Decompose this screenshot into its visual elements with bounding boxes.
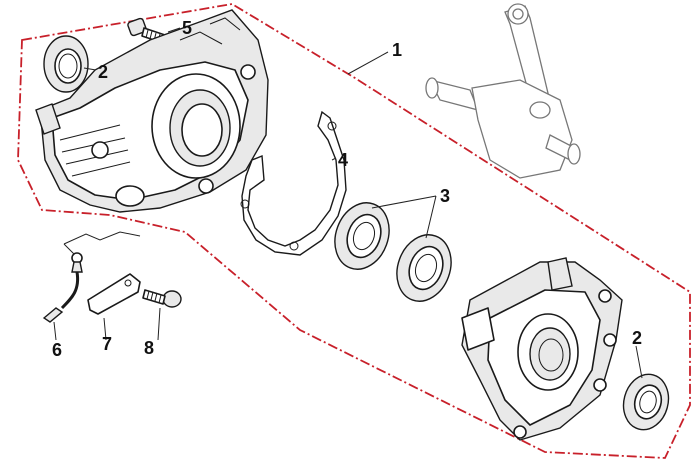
bearing-part-3-b	[396, 234, 452, 302]
oil-seal-left	[43, 35, 89, 93]
leader-lines	[53, 27, 643, 379]
gasket-part-4	[240, 110, 347, 256]
callout-part-2-right: 2	[632, 328, 642, 348]
callout-part-2-left: 2	[98, 62, 108, 82]
oil-seal-right	[622, 373, 670, 431]
callout-part-8: 8	[144, 338, 154, 358]
callout-part-1: 1	[392, 40, 402, 60]
callout-part-7: 7	[102, 334, 112, 354]
callout-part-3: 3	[440, 186, 450, 206]
crankshaft	[425, 3, 581, 179]
assembly-group-outline	[17, 3, 691, 459]
bearing-part-3-a	[334, 202, 390, 270]
crankcase-right-half	[461, 257, 623, 441]
screw-part-8	[142, 289, 182, 308]
plate-part-7	[87, 273, 141, 315]
callout-part-6: 6	[52, 340, 62, 360]
callout-part-4: 4	[338, 150, 348, 170]
callout-part-5: 5	[182, 18, 192, 38]
crankcase-left-half	[35, 9, 269, 213]
ground-wire-part-6	[42, 252, 83, 323]
